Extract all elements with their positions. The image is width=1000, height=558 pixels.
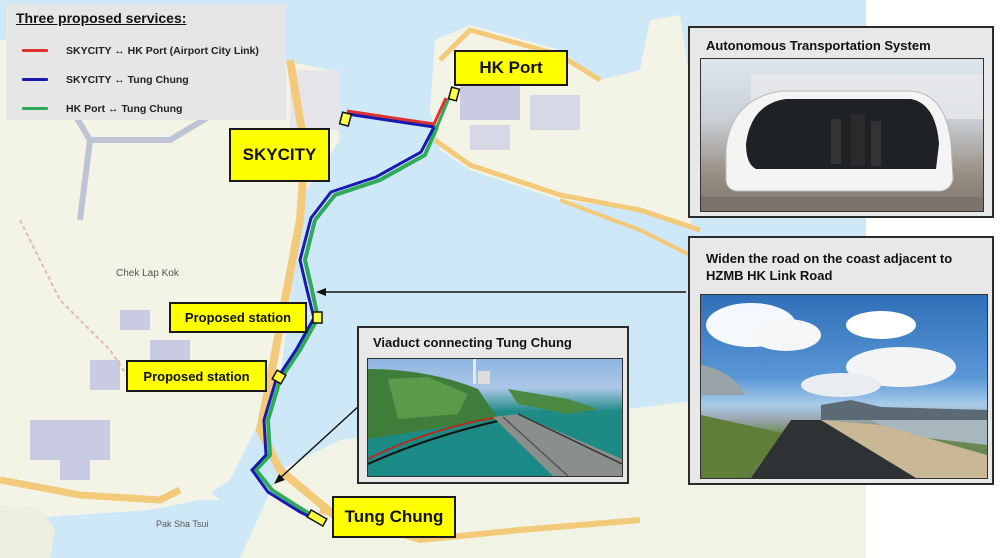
legend-item-hkport-tung-chung: HK Port ↔ Tung Chung bbox=[16, 94, 276, 123]
panel-title: Widen the road on the coast adjacent to … bbox=[706, 251, 953, 283]
viaduct-render bbox=[367, 358, 623, 477]
legend-label: SKYCITY ↔ Tung Chung bbox=[66, 73, 189, 86]
viaduct-icon bbox=[368, 359, 622, 476]
panel-title: Autonomous Transportation System bbox=[706, 38, 931, 53]
legend: Three proposed services: SKYCITY ↔ HK Po… bbox=[6, 4, 286, 120]
label-skycity: SKYCITY bbox=[229, 128, 330, 182]
label-proposed-station-2: Proposed station bbox=[126, 360, 267, 392]
legend-title: Three proposed services: bbox=[16, 10, 187, 26]
coastal-road-icon bbox=[701, 303, 987, 478]
label-tung-chung: Tung Chung bbox=[332, 496, 456, 538]
label-hk-port: HK Port bbox=[454, 50, 568, 86]
autonomous-vehicle-icon bbox=[701, 74, 983, 211]
place-pak-sha-tsui: Pak Sha Tsui bbox=[156, 519, 209, 529]
legend-label: HK Port ↔ Tung Chung bbox=[66, 102, 183, 115]
coastal-road-photo bbox=[700, 294, 988, 479]
green-line-swatch-icon bbox=[22, 107, 48, 110]
panel-autonomous-transportation: Autonomous Transportation System bbox=[688, 26, 994, 218]
label-proposed-station-1: Proposed station bbox=[169, 302, 307, 333]
place-chek-lap-kok: Chek Lap Kok bbox=[116, 268, 179, 279]
legend-item-airport-city-link: SKYCITY ↔ HK Port (Airport City Link) bbox=[16, 36, 276, 65]
legend-item-skycity-tung-chung: SKYCITY ↔ Tung Chung bbox=[16, 65, 276, 94]
blue-line-swatch-icon bbox=[22, 78, 48, 81]
panel-widen-road: Widen the road on the coast adjacent to … bbox=[688, 236, 994, 485]
red-line-swatch-icon bbox=[22, 49, 48, 52]
autonomous-vehicle-photo bbox=[700, 58, 984, 212]
panel-viaduct: Viaduct connecting Tung Chung bbox=[357, 326, 629, 484]
legend-label: SKYCITY ↔ HK Port (Airport City Link) bbox=[66, 44, 259, 57]
panel-title: Viaduct connecting Tung Chung bbox=[373, 335, 572, 350]
